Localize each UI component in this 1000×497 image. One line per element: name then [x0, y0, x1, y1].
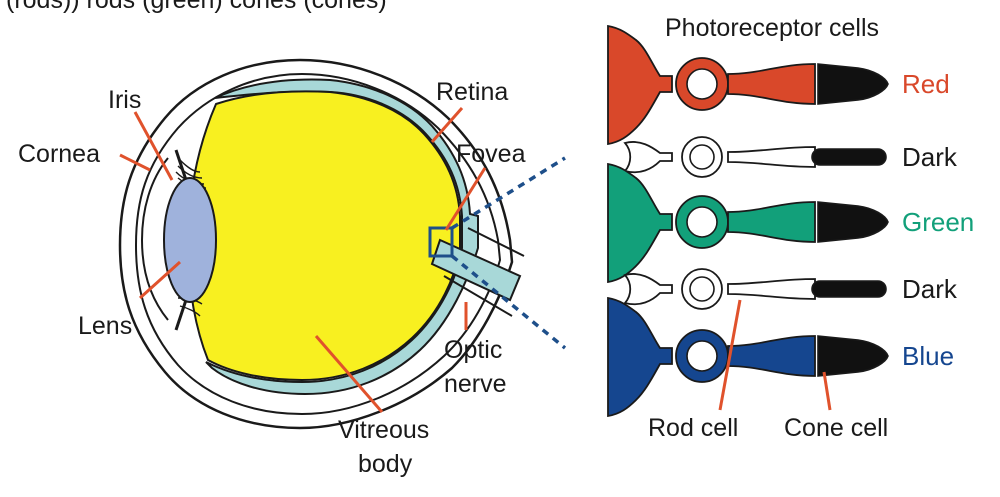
cornea-pointer [119, 153, 151, 172]
vitreous-pointer [314, 335, 384, 413]
retina-layer [205, 78, 479, 396]
outer-segment [817, 201, 889, 243]
fovea-marker [428, 226, 454, 258]
photoreceptor-row-label: Dark [902, 274, 958, 304]
zoom-line-top [451, 156, 566, 230]
zoom-line-bottom [450, 254, 567, 350]
partial-top-text: (rods)) rods (green) cones (cones) [6, 0, 387, 14]
retina-label: Retina [436, 78, 508, 106]
inner-segment [727, 335, 816, 377]
optic-nerve-sheath [443, 227, 525, 317]
optic-nerve-label-line1: Optic [444, 336, 502, 364]
cone-cell-pointer [822, 371, 832, 411]
iris [174, 149, 188, 331]
iris-pointer [133, 111, 174, 181]
fovea-label: Fovea [456, 140, 526, 168]
nucleus-center [686, 68, 718, 100]
lens-label: Lens [78, 312, 132, 340]
retina-pointer [430, 107, 464, 143]
nucleus-center [686, 340, 718, 372]
photoreceptor-row-5: Blue [607, 296, 954, 418]
photoreceptor-row-label: Red [902, 69, 950, 99]
iris-label: Iris [108, 86, 141, 114]
outer-segment [817, 335, 889, 377]
photoreceptor-row-4: Dark [623, 268, 958, 310]
nucleus-center [689, 276, 715, 302]
eye-diagram: Iris Cornea Lens Retina Fovea Optic nerv… [18, 58, 567, 478]
lens-pointer [138, 260, 182, 300]
photoreceptor-row-label: Dark [902, 142, 958, 172]
cone-cell-label: Cone cell [784, 414, 888, 442]
photoreceptor-title: Photoreceptor cells [665, 14, 879, 42]
ciliary-body-top [175, 159, 207, 189]
vitreous-label-line1: Vitreous [338, 416, 429, 444]
photoreceptor-row-2: Dark [623, 136, 958, 178]
synaptic-terminal [623, 141, 673, 174]
inner-segment [727, 278, 816, 300]
synaptic-terminal [607, 24, 673, 146]
synaptic-terminal [623, 273, 673, 306]
inner-segment [727, 201, 816, 243]
optic-nerve-label-line2: nerve [444, 370, 507, 398]
photoreceptor-row-label: Blue [902, 341, 954, 371]
cornea-label: Cornea [18, 140, 100, 168]
cornea [140, 157, 169, 321]
nucleus-center [686, 206, 718, 238]
inner-segment [727, 146, 816, 168]
fovea-pointer [444, 167, 487, 231]
outer-segment [811, 280, 887, 298]
inner-segment [727, 63, 816, 105]
photoreceptor-panel: Photoreceptor cells RedDarkGreenDarkBlue… [607, 14, 974, 442]
outer-segment [811, 148, 887, 166]
nucleus-center [689, 144, 715, 170]
synaptic-terminal [607, 162, 673, 284]
pointer-lines [119, 107, 487, 413]
photoreceptor-row-label: Green [902, 207, 974, 237]
lens [163, 177, 217, 303]
rod-cell-pointer [718, 299, 742, 411]
photoreceptor-row-3: Green [607, 162, 974, 284]
photoreceptor-row-1: Red [607, 24, 950, 146]
synaptic-terminal [607, 296, 673, 418]
rod-cell-label: Rod cell [648, 414, 738, 442]
outer-segment [817, 63, 889, 105]
vitreous-label-line2: body [358, 450, 413, 478]
